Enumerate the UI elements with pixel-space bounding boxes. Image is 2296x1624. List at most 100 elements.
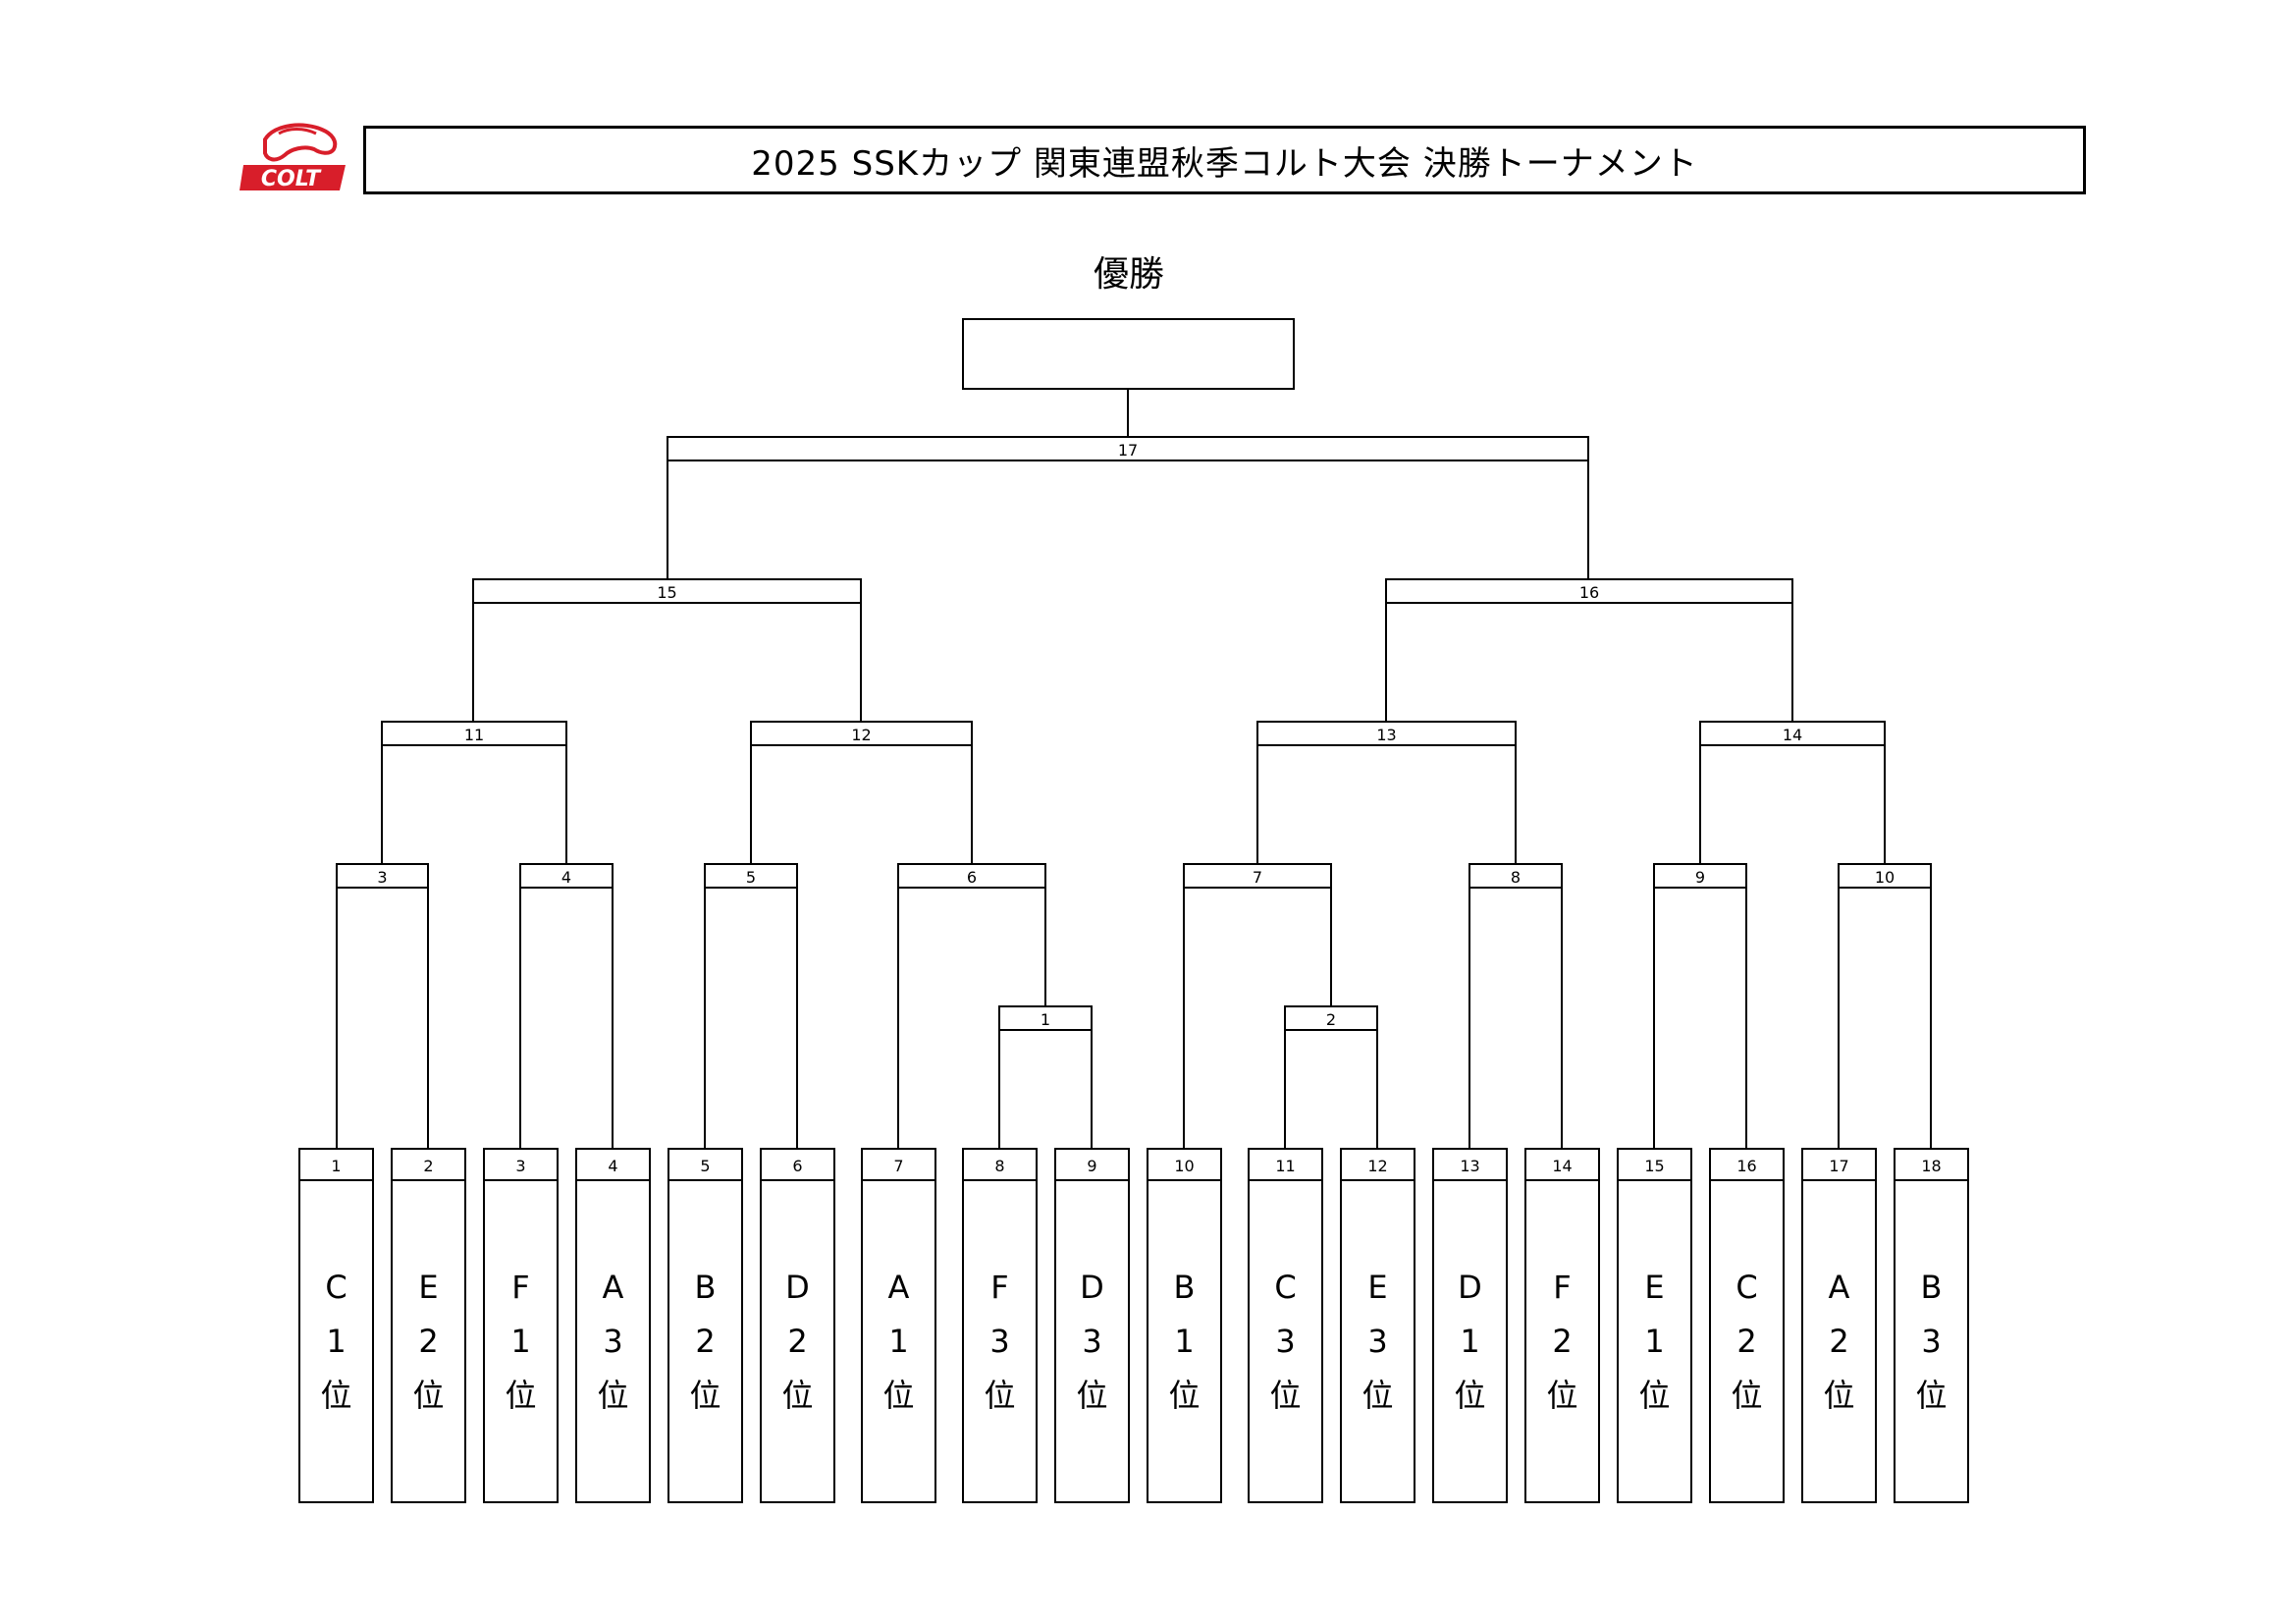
match-number: 3 [377,868,387,887]
slot-suffix: 位 [781,1377,813,1414]
slot-rank: 2 [1552,1323,1572,1360]
page-title: 2025 SSKカップ 関東連盟秋季コルト大会 決勝トーナメント [751,143,1698,184]
match-number: 11 [464,726,484,744]
slot-rank: 3 [989,1323,1009,1360]
match-box [1653,863,1747,889]
slot-number: 4 [608,1157,617,1175]
slot-number: 10 [1174,1157,1194,1175]
team-slot [575,1148,651,1503]
match-box [998,1005,1093,1031]
slot-rank: 3 [1082,1323,1101,1360]
match-box [1183,863,1332,889]
slot-suffix: 位 [1731,1377,1762,1414]
slot-group: A [888,1269,910,1306]
slot-rank: 3 [603,1323,622,1360]
slot-group: D [1458,1269,1482,1306]
slot-suffix: 位 [1269,1377,1301,1414]
slot-group: B [1174,1269,1196,1306]
match-number: 13 [1376,726,1396,744]
team-slot [1054,1148,1130,1503]
slot-suffix: 位 [1076,1377,1107,1414]
logo-text: COLT [261,167,322,191]
champion-label: 優勝 [1093,254,1164,295]
slot-number: 3 [515,1157,525,1175]
team-slot [667,1148,743,1503]
slot-number: 6 [792,1157,802,1175]
slot-group: B [695,1269,717,1306]
slot-suffix: 位 [412,1377,444,1414]
slot-rank: 1 [326,1323,346,1360]
slot-suffix: 位 [1915,1377,1947,1414]
slot-number: 18 [1921,1157,1941,1175]
slot-rank: 2 [787,1323,807,1360]
match-number: 16 [1579,583,1599,602]
slot-rank: 2 [418,1323,438,1360]
slot-suffix: 位 [689,1377,721,1414]
match-number: 7 [1253,868,1262,887]
match-box [897,863,1046,889]
match-number: 1 [1041,1010,1050,1029]
slot-group: B [1921,1269,1943,1306]
slot-group: A [1829,1269,1850,1306]
champion-box [962,318,1295,390]
team-slot [1894,1148,1969,1503]
slot-suffix: 位 [1454,1377,1485,1414]
slot-group: E [418,1269,438,1306]
slot-rank: 2 [1829,1323,1848,1360]
slot-suffix: 位 [984,1377,1015,1414]
slot-group: C [325,1269,347,1306]
slot-number: 1 [331,1157,341,1175]
slot-number: 16 [1736,1157,1756,1175]
team-slot [760,1148,835,1503]
slot-rank: 1 [888,1323,908,1360]
slot-rank: 3 [1275,1323,1295,1360]
colt-logo: COLT [236,120,351,194]
slot-group: F [1553,1269,1571,1306]
match-number: 9 [1695,868,1705,887]
slot-rank: 2 [695,1323,715,1360]
slot-number: 15 [1644,1157,1664,1175]
slot-group: E [1644,1269,1664,1306]
match-number: 15 [657,583,676,602]
slot-suffix: 位 [1546,1377,1577,1414]
slot-group: D [1080,1269,1104,1306]
match-box [381,721,567,746]
match-number: 2 [1326,1010,1336,1029]
match-number: 14 [1783,726,1802,744]
slot-rank: 1 [1644,1323,1664,1360]
slot-number: 7 [893,1157,903,1175]
team-slot [1432,1148,1508,1503]
match-box [1838,863,1932,889]
match-number: 12 [851,726,871,744]
slot-suffix: 位 [1362,1377,1393,1414]
slot-number: 5 [700,1157,710,1175]
slot-suffix: 位 [882,1377,914,1414]
slot-number: 8 [994,1157,1004,1175]
slot-group: C [1274,1269,1296,1306]
team-slot [298,1148,374,1503]
match-box [1256,721,1517,746]
team-slot [962,1148,1038,1503]
team-slot [1709,1148,1785,1503]
slot-suffix: 位 [1638,1377,1670,1414]
slot-suffix: 位 [1823,1377,1854,1414]
slot-suffix: 位 [597,1377,628,1414]
slot-suffix: 位 [505,1377,536,1414]
match-number: 4 [561,868,571,887]
slot-group: A [603,1269,624,1306]
slot-group: D [785,1269,810,1306]
slot-rank: 1 [1460,1323,1479,1360]
slot-rank: 3 [1921,1323,1941,1360]
slot-number: 17 [1829,1157,1848,1175]
slot-number: 2 [423,1157,433,1175]
slot-group: F [511,1269,529,1306]
match-number: 17 [1118,441,1138,460]
match-box [1284,1005,1378,1031]
slot-suffix: 位 [320,1377,351,1414]
match-box [704,863,798,889]
match-number: 6 [967,868,977,887]
slot-number: 13 [1460,1157,1479,1175]
slot-rank: 2 [1736,1323,1756,1360]
slot-number: 12 [1367,1157,1387,1175]
